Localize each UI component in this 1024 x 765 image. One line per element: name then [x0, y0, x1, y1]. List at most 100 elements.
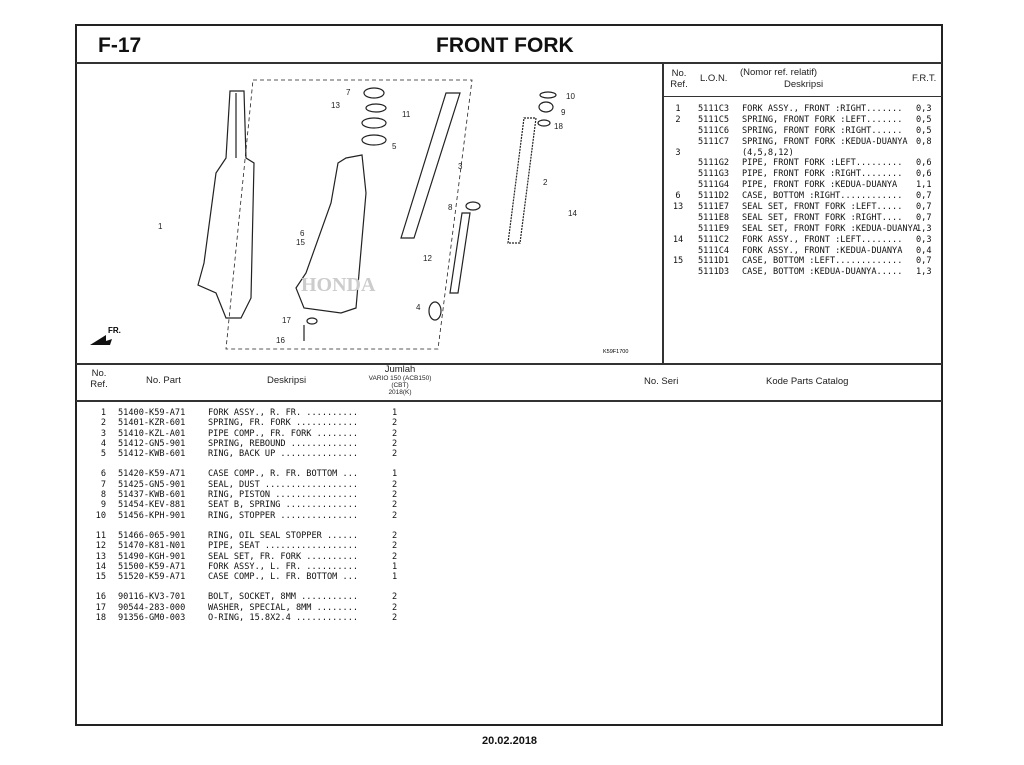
- part-ref: 13: [95, 551, 106, 562]
- part-desc: PIPE COMP., FR. FORK ........: [208, 428, 359, 439]
- part-qty: 1: [392, 408, 398, 418]
- part-number: 90544-283-000: [118, 602, 186, 613]
- lon-desc: (4,5,8,12): [742, 147, 794, 158]
- lon-ref: 13: [672, 202, 684, 213]
- lon-desc: PIPE, FRONT FORK :KEDUA-DUANYA: [742, 180, 903, 191]
- lon-desc: SPRING, FRONT FORK :RIGHT......: [742, 125, 903, 136]
- part-ref: 11: [95, 530, 106, 541]
- front-arrow-icon: [90, 335, 112, 345]
- svg-text:17: 17: [282, 316, 291, 325]
- lon-desc: PIPE, FRONT FORK :RIGHT........: [742, 169, 903, 180]
- part-ref: 12: [95, 541, 106, 552]
- lon-frt: 1,3: [916, 223, 932, 234]
- part-number: 51500-K59-A71: [118, 561, 186, 572]
- part-desc: SEAT B, SPRING ..............: [208, 500, 359, 511]
- part-qty: 1: [392, 572, 398, 583]
- part-desc: SEAL SET, FR. FORK ..........: [208, 551, 359, 562]
- part-number: 51410-KZL-A01: [118, 428, 186, 439]
- lon-frt: 0,3: [916, 234, 932, 245]
- honda-watermark: HONDA: [301, 274, 376, 296]
- lon-desc: CASE, BOTTOM :LEFT.............: [742, 256, 903, 267]
- svg-text:5: 5: [392, 142, 397, 151]
- svg-text:6: 6: [300, 229, 305, 238]
- svg-text:2: 2: [543, 178, 548, 187]
- lon-frt: 0,3: [916, 104, 932, 114]
- lon-code: 5111D2: [698, 191, 730, 202]
- lon-frt: 0,6: [916, 169, 932, 180]
- svg-text:3: 3: [458, 162, 463, 171]
- part-qty: 2: [392, 449, 398, 460]
- part-qty: 2: [392, 438, 398, 449]
- part-qty: 2: [392, 510, 398, 521]
- lon-ref: 1: [675, 104, 681, 114]
- svg-text:10: 10: [566, 92, 575, 101]
- svg-text:12: 12: [423, 254, 432, 263]
- part-ref: 1: [100, 408, 106, 418]
- part-ref: 3: [100, 428, 106, 439]
- part-ref: 6: [100, 469, 106, 480]
- lon-code: 5111D3: [698, 267, 730, 278]
- divider: [76, 62, 942, 64]
- lon-frt: 0,7: [916, 256, 932, 267]
- svg-text:15: 15: [296, 238, 305, 247]
- part-desc: SPRING, FR. FORK ............: [208, 418, 359, 429]
- part-ref: 4: [100, 438, 106, 449]
- part-number: 51470-K81-N01: [118, 541, 186, 552]
- lon-ref: 2: [675, 114, 681, 125]
- parts-header-jumlah: Jumlah VARIO 150 (ACB150) (CBT) 2018(K): [368, 364, 432, 396]
- part-ref: 14: [95, 561, 106, 572]
- part-desc: FORK ASSY., R. FR. ..........: [208, 408, 359, 418]
- lon-code: 5111C3: [698, 104, 730, 114]
- lon-desc: SEAL SET, FRONT FORK :KEDUA-DUANYA: [742, 223, 918, 234]
- svg-text:11: 11: [402, 110, 411, 119]
- lon-desc: SPRING, FRONT FORK :LEFT.......: [742, 114, 903, 125]
- part-number: 51401-KZR-601: [118, 418, 186, 429]
- part-number: 51520-K59-A71: [118, 572, 186, 583]
- part-number: 51454-KEV-881: [118, 500, 186, 511]
- part-ref: 15: [95, 572, 106, 583]
- part-qty: 2: [392, 551, 398, 562]
- part-number: 90116-KV3-701: [118, 592, 186, 603]
- part-ref: 2: [100, 418, 106, 429]
- lon-code: 5111C6: [698, 125, 730, 136]
- lon-code: 5111G3: [698, 169, 730, 180]
- part-ref: 18: [95, 613, 106, 624]
- part-ref: 17: [95, 602, 106, 613]
- lon-frt: 0,6: [916, 158, 932, 169]
- lon-ref: 14: [672, 234, 684, 245]
- lon-frt: 0,7: [916, 212, 932, 223]
- lon-desc: FORK ASSY., FRONT :RIGHT.......: [742, 104, 903, 114]
- lon-code: 5111E8: [698, 212, 730, 223]
- parts-header-desc: Deskripsi: [267, 375, 307, 386]
- direction-label: FR.: [108, 326, 121, 335]
- parts-header-no-part: No. Part: [146, 375, 181, 386]
- part-ref: 10: [95, 510, 106, 521]
- lon-code: 5111C2: [698, 234, 730, 245]
- svg-text:4: 4: [416, 303, 421, 312]
- part-qty: 2: [392, 602, 398, 613]
- lon-frt: 1,1: [916, 180, 932, 191]
- lon-header-no-ref: No. Ref.: [670, 68, 688, 90]
- part-qty: 2: [392, 613, 398, 624]
- lon-code: 5111D1: [698, 256, 730, 267]
- lon-frt: 0,4: [916, 245, 932, 256]
- part-qty: 1: [392, 561, 398, 572]
- divider: [76, 363, 942, 365]
- part-number: 51420-K59-A71: [118, 469, 186, 480]
- part-desc: SEAL, DUST ..................: [208, 479, 359, 490]
- lon-frt: 1,3: [916, 267, 932, 278]
- part-number: 51412-KWB-601: [118, 449, 186, 460]
- part-number: 51490-KGH-901: [118, 551, 186, 562]
- lon-desc: FORK ASSY., FRONT :LEFT........: [742, 234, 903, 245]
- lon-desc: SEAL SET, FRONT FORK :LEFT.....: [742, 202, 903, 213]
- svg-text:14: 14: [568, 209, 577, 218]
- svg-text:7: 7: [346, 88, 351, 97]
- part-desc: RING, PISTON ................: [208, 490, 359, 501]
- figure-code: K59F1700: [603, 349, 628, 355]
- lon-code: 5111C7: [698, 136, 730, 147]
- lon-header-lon: L.O.N.: [700, 73, 728, 84]
- lon-ref: 3: [675, 147, 681, 158]
- page-frame: [75, 24, 943, 726]
- lon-frt: 0,5: [916, 125, 932, 136]
- part-number: 51437-KWB-601: [118, 490, 186, 501]
